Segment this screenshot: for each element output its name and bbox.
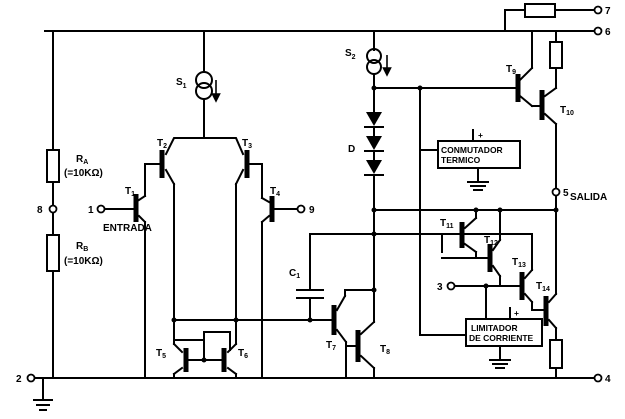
svg-text:2: 2 (16, 374, 22, 385)
resistor-r7 (504, 3, 596, 32)
entrada-label: ENTRADA (103, 223, 152, 234)
t7-label: T7 (326, 340, 336, 352)
t13-label: T13 (512, 257, 526, 269)
ground-symbol (33, 377, 53, 411)
svg-text:TERMICO: TERMICO (441, 155, 481, 165)
current-limiter-block: LIMITADOR DE CORRIENTE + (465, 285, 543, 369)
t9-label: T9 (506, 64, 516, 76)
resistor-rb-label: RB (=10KΩ) (64, 241, 103, 267)
transistor-t4 (260, 163, 302, 379)
svg-text:(=10KΩ): (=10KΩ) (64, 168, 103, 179)
terminal-1: 1 (88, 204, 106, 216)
current-source-s2 (366, 30, 392, 113)
t8-label: T8 (380, 344, 390, 356)
svg-text:3: 3 (437, 282, 443, 293)
transistor-t10 (539, 86, 558, 189)
t14-label: T14 (536, 281, 550, 293)
svg-text:6: 6 (605, 27, 611, 38)
svg-text:5: 5 (563, 188, 569, 199)
svg-text:CONMUTADOR: CONMUTADOR (441, 145, 503, 155)
capacitor-c1 (296, 233, 375, 323)
resistor-ra-label: RA (=10KΩ) (64, 154, 103, 179)
t6-label: T6 (238, 348, 248, 360)
svg-text:RB: RB (76, 241, 88, 253)
current-source-s1 (195, 30, 221, 139)
transistor-t13 (450, 233, 534, 311)
terminal-4: 4 (593, 373, 611, 385)
transistor-t7 (309, 289, 348, 379)
t12-label: T12 (484, 235, 498, 247)
transistor-t12 (441, 209, 502, 287)
t2-label: T2 (157, 138, 167, 150)
transistor-t8 (345, 287, 377, 379)
diode-chain (364, 112, 384, 296)
terminal-7: 7 (593, 5, 611, 17)
transistor-t2 (144, 137, 205, 321)
transistor-t1 (100, 163, 147, 379)
terminal-6: 6 (593, 26, 611, 38)
output-node (373, 195, 559, 291)
transistor-t14 (531, 289, 558, 341)
svg-text:1: 1 (88, 205, 94, 216)
mirror-link (171, 317, 335, 363)
svg-text:DE CORRIENTE: DE CORRIENTE (469, 333, 534, 343)
svg-text:+: + (478, 130, 483, 140)
t5-label: T5 (156, 348, 166, 360)
svg-text:LIMITADOR: LIMITADOR (471, 323, 518, 333)
transistor-t9 (515, 30, 543, 108)
t3-label: T3 (242, 138, 252, 150)
terminal-2: 2 (16, 373, 46, 385)
svg-text:RA: RA (76, 154, 88, 166)
t10-label: T10 (560, 105, 574, 117)
svg-text:+: + (514, 308, 519, 318)
t11-label: T11 (440, 218, 454, 230)
s2-net (373, 85, 519, 336)
terminal-9: 9 (296, 204, 315, 216)
terminal-3: 3 (437, 281, 457, 293)
svg-text:4: 4 (605, 374, 611, 385)
thermal-switch-block: CONMUTADOR TERMICO + (437, 129, 521, 191)
resistor-divider (46, 30, 60, 379)
terminal-8: 8 (37, 204, 58, 216)
s1-label: S1 (176, 77, 187, 90)
c1-label: C1 (289, 268, 300, 280)
svg-text:8: 8 (37, 205, 43, 216)
s2-label: S2 (345, 48, 356, 61)
salida-label: SALIDA (570, 192, 607, 203)
d-label: D (348, 144, 355, 155)
resistor-r10 (549, 30, 563, 89)
t4-label: T4 (270, 186, 280, 198)
transistor-t3 (203, 137, 263, 321)
svg-text:(=10KΩ): (=10KΩ) (64, 256, 103, 267)
svg-text:9: 9 (309, 205, 315, 216)
transistor-t5 (172, 319, 189, 379)
resistor-emitter (549, 339, 563, 379)
svg-text:7: 7 (605, 6, 611, 17)
t1-label: T1 (125, 186, 135, 198)
terminal-5: 5 (551, 187, 569, 199)
